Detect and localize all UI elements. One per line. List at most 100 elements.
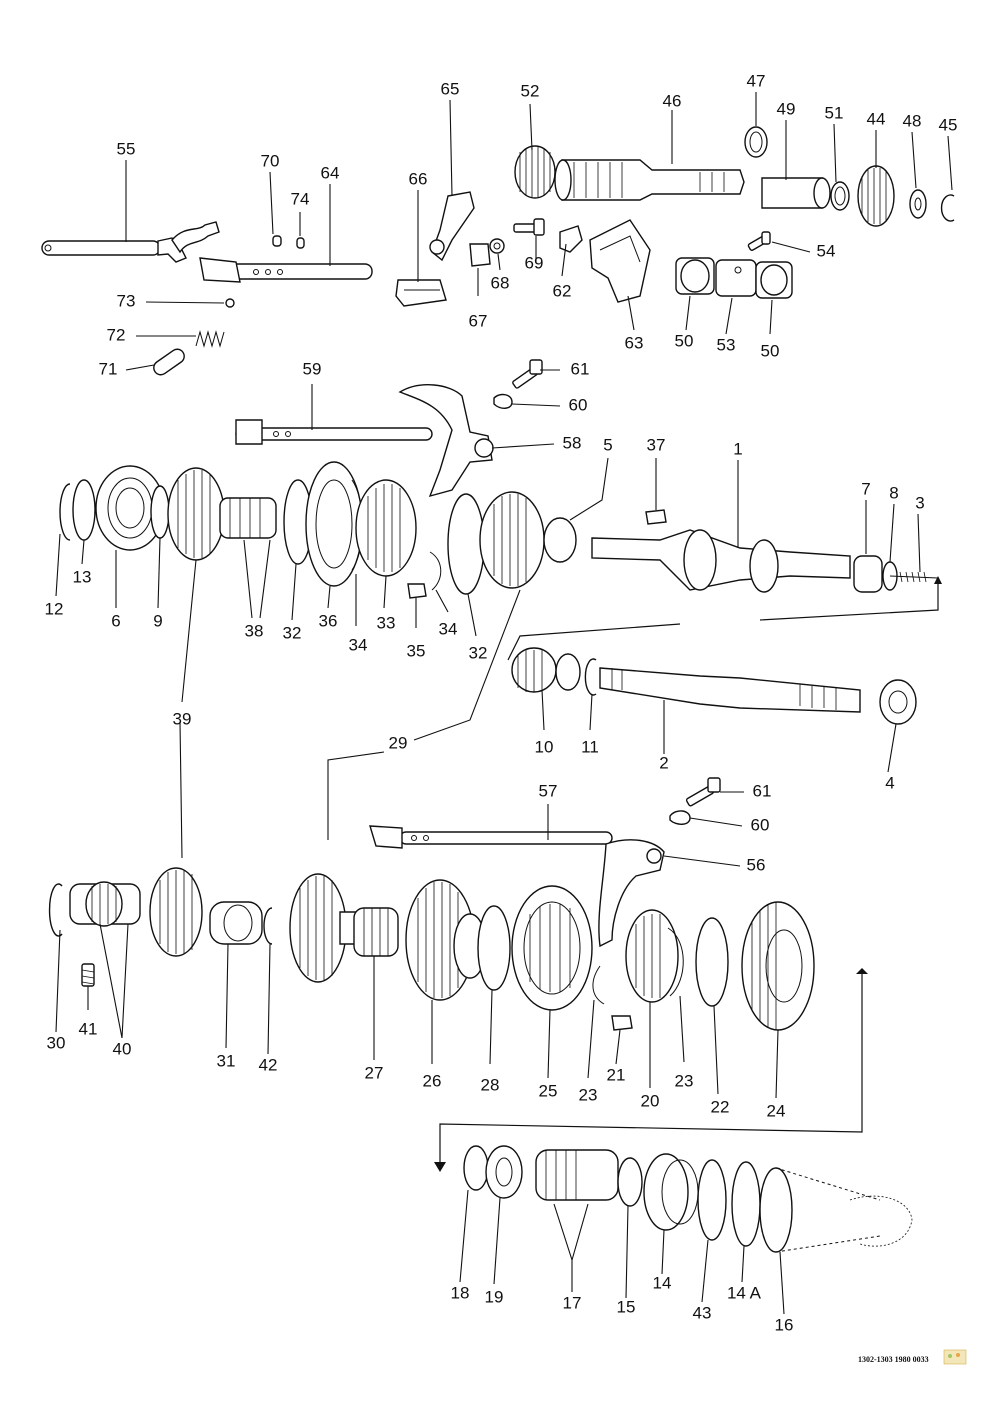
callout-41: 41 [79,1019,98,1038]
bearing-19 [485,1145,523,1199]
callout-1: 1 [733,439,742,458]
bolt-61b [685,777,721,807]
screw-41 [81,963,95,987]
gear-52 [514,145,556,199]
callout-48: 48 [903,111,922,130]
synchro-ring-28 [477,905,511,991]
spring-23a [592,965,605,1005]
callout-66: 66 [409,169,428,188]
ring-18 [463,1145,489,1191]
gear-10 [511,647,581,693]
callout-labels: 55 70 74 64 66 65 52 46 47 49 51 44 48 4… [45,71,958,1334]
shaft-46 [554,159,745,201]
callout-22: 22 [711,1097,730,1116]
key-21 [611,1015,633,1031]
washer-68 [489,238,505,254]
guide-62 [559,225,583,253]
callout-27: 27 [365,1063,384,1082]
block-67 [469,243,491,267]
bearing-6 [95,465,165,551]
ring-15 [617,1157,643,1207]
callout-40: 40 [113,1039,132,1058]
shift-rod-57 [369,825,613,849]
callout-9: 9 [153,611,162,630]
gear-24 [741,901,815,1031]
callout-72: 72 [107,325,126,344]
callout-29: 29 [389,733,408,752]
lockplate-60a [493,393,513,409]
assembly-arrow-lower [434,968,868,1172]
pin-74 [296,237,305,249]
callout-39: 39 [173,709,192,728]
callout-10: 10 [535,737,554,756]
bush-53 [715,259,757,297]
callout-69: 69 [525,253,544,272]
sleeve-49 [761,177,831,209]
hub-36 [305,461,363,587]
plunger-71 [153,348,185,376]
callout-23a: 23 [579,1085,598,1104]
callout-70: 70 [261,151,280,170]
callout-63: 63 [625,333,644,352]
spring-23b [667,927,684,997]
callout-6: 6 [111,611,120,630]
bearing-17 [535,1149,619,1201]
bolt-61a [512,359,543,389]
callout-20: 20 [641,1091,660,1110]
small-logo-mark [943,1349,967,1365]
callout-34a: 34 [349,635,368,654]
bolt-69 [513,218,545,236]
callout-30: 30 [47,1033,66,1052]
callout-12: 12 [45,599,64,618]
ring-13 [72,479,96,541]
bolt-54 [747,231,771,251]
fork-58 [398,384,494,498]
gear-39 [167,467,225,561]
callout-21: 21 [607,1065,626,1084]
callout-36: 36 [319,611,338,630]
ring-16 [759,1167,913,1253]
hub-25 [511,885,593,1011]
circlip-45 [940,194,955,222]
callout-38: 38 [245,621,264,640]
shaft-1 [591,529,851,593]
callout-7: 7 [861,479,870,498]
ring-47 [744,126,768,158]
callout-31: 31 [217,1051,236,1070]
fork-63 [589,219,651,303]
pin-70 [272,235,282,247]
callout-28: 28 [481,1075,500,1094]
callout-15: 15 [617,1297,636,1316]
callout-43: 43 [693,1303,712,1322]
callout-44: 44 [867,109,886,128]
gear-33 [355,479,417,577]
ball-73 [225,298,235,308]
washer-48 [909,189,927,219]
hub-20 [625,909,679,1003]
callout-32a: 32 [283,623,302,642]
callout-74: 74 [291,189,310,208]
bearing-7 [853,555,883,593]
lockplate-60b [669,810,691,825]
callout-37: 37 [647,435,666,454]
bearing-4 [879,679,917,725]
callout-49: 49 [777,99,796,118]
synchro-ring-22 [695,917,729,1007]
callout-51: 51 [825,103,844,122]
lever-65 [429,191,475,262]
key-37 [645,509,667,525]
spring-34b [429,551,442,591]
leader-lines [55,92,953,1315]
callout-73: 73 [117,291,136,310]
callout-23b: 23 [675,1071,694,1090]
callout-61b: 61 [753,781,772,800]
callout-33: 33 [377,613,396,632]
callout-46: 46 [663,91,682,110]
callout-14: 14 [653,1273,672,1292]
callout-19: 19 [485,1287,504,1306]
gear-5 [479,491,577,589]
callout-65: 65 [441,79,460,98]
callout-61a: 61 [571,359,590,378]
gear-26 [405,879,487,1001]
